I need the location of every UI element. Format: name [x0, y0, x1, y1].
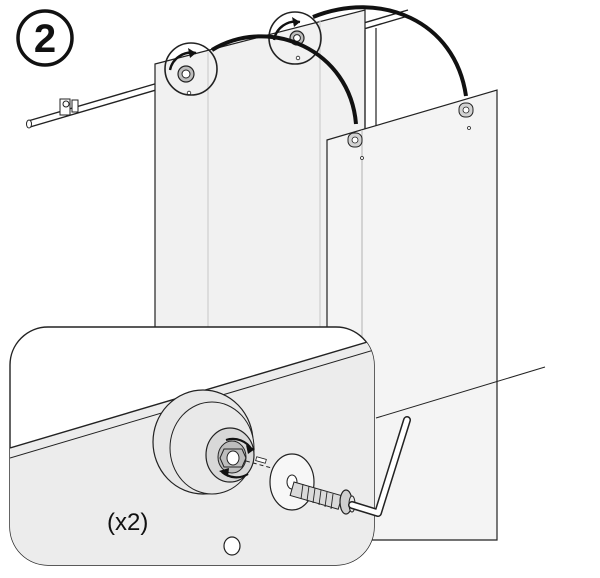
washer — [269, 453, 315, 511]
roller-wheel — [152, 389, 255, 495]
detail-inset: (x2) — [9, 326, 375, 566]
detail-callout — [164, 42, 218, 96]
roller-fitting — [177, 65, 195, 96]
allen-key-icon — [348, 416, 411, 517]
quantity-label: (x2) — [107, 509, 148, 536]
roller-fitting — [347, 132, 364, 160]
roller-fitting — [458, 102, 474, 130]
rail-bracket — [59, 98, 79, 116]
curved-arrow-icon — [210, 5, 468, 125]
step-number: 2 — [34, 17, 56, 61]
numbered-circle-icon — [16, 9, 74, 67]
rotation-arrow-icon — [219, 437, 255, 479]
step-number-badge: 2 — [16, 9, 74, 67]
